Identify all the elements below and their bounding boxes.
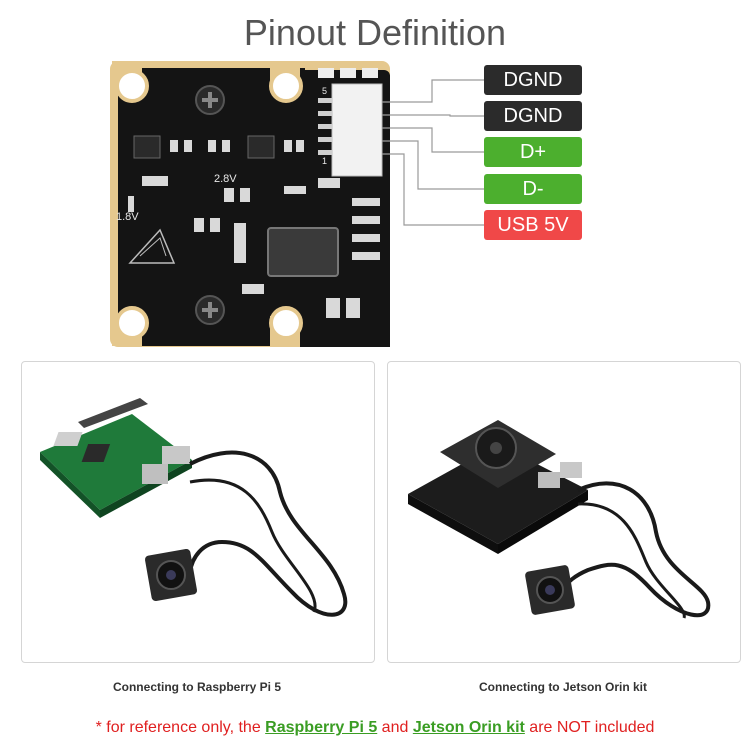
connector-pin-5-mark: 5 [322, 86, 327, 96]
note-prefix: * for reference only, the [95, 719, 266, 736]
pin-label-dgnd-2: DGND [484, 101, 582, 131]
raspberry-pi-5-link[interactable]: Raspberry Pi 5 [265, 719, 378, 736]
caption-jetson-orin: Connecting to Jetson Orin kit [478, 680, 647, 694]
jetson-orin-kit-link[interactable]: Jetson Orin kit [412, 719, 525, 736]
pin-label-dgnd-1: DGND [484, 65, 582, 95]
page-title: Pinout Definition [243, 12, 507, 53]
note-middle: and [377, 719, 413, 736]
pin-label-usb-5v: USB 5V [484, 210, 582, 240]
pin-leader-lines [382, 79, 484, 226]
jetson-orin-connection-photo [387, 361, 741, 663]
note-suffix: are NOT included [524, 719, 655, 736]
silkscreen-2v8: 2.8V [214, 173, 237, 185]
reference-note: * for reference only, the Raspberry Pi 5… [0, 719, 750, 737]
caption-raspberry-pi: Connecting to Raspberry Pi 5 [112, 680, 282, 694]
pin-label-d-minus: D- [484, 174, 582, 204]
pin-label-d-plus: D+ [484, 137, 582, 167]
silkscreen-1v8: 1.8V [116, 211, 139, 223]
connector-pin-1-mark: 1 [322, 156, 327, 166]
camera-board-illustration: 1.8V 2.8V 5 1 [110, 61, 390, 347]
raspberry-pi-connection-photo [21, 361, 375, 663]
